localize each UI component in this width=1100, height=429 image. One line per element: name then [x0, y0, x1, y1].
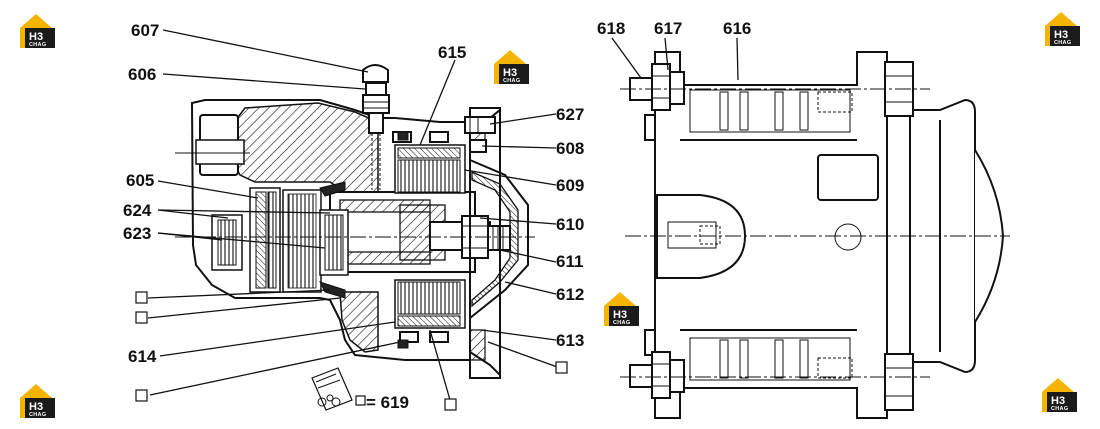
bleeder-valve: [362, 64, 390, 190]
kit-marker: [135, 311, 148, 324]
logo-mid-right: H3 CHAG: [604, 292, 639, 326]
kit-legend-text: = 619: [366, 393, 409, 412]
logo-top-left: H3 CHAG: [20, 14, 55, 48]
callout-616: 616: [723, 19, 751, 38]
seal-kit-icon: [311, 367, 353, 411]
oil-seal-lower: [319, 281, 346, 299]
inspection-window: [817, 154, 879, 201]
end-dome: [909, 98, 976, 374]
kit-marker: [444, 398, 457, 411]
external-view: [620, 51, 1010, 419]
flange-ring: [469, 107, 501, 379]
callout-613: 613: [556, 331, 584, 350]
kit-marker: [555, 361, 568, 374]
svg-text:CHAG: CHAG: [503, 78, 520, 84]
svg-text:CHAG: CHAG: [29, 42, 46, 48]
callout-615: 615: [438, 43, 466, 62]
housing-section-lower: [339, 291, 379, 353]
oil-seal-upper: [319, 181, 346, 197]
callout-605: 605: [126, 171, 154, 190]
svg-text:H3: H3: [613, 309, 627, 321]
callout-610: 610: [556, 215, 584, 234]
svg-text:CHAG: CHAG: [1054, 40, 1071, 46]
lower-bolt-area: [689, 337, 851, 381]
housing-section-upper: [231, 102, 379, 193]
sectional-view: [175, 64, 535, 411]
svg-text:H3: H3: [1051, 395, 1065, 407]
callout-627: 627: [556, 105, 584, 124]
callout-617: 617: [654, 19, 682, 38]
callout-609: 609: [556, 176, 584, 195]
logo-center: H3 CHAG: [494, 50, 529, 84]
callout-606: 606: [128, 65, 156, 84]
svg-text:H3: H3: [503, 67, 517, 79]
callout-607: 607: [131, 21, 159, 40]
logo-bottom-left: H3 CHAG: [20, 384, 55, 418]
svg-text:CHAG: CHAG: [29, 412, 46, 418]
watermark-logos: H3 CHAG H3 CHAG H3 CHAG H3 CHAG H3 CHAG: [20, 12, 1080, 418]
upper-bolt: [620, 61, 930, 117]
svg-text:H3: H3: [1054, 29, 1068, 41]
kit-legend-square: [355, 395, 366, 406]
svg-text:H3: H3: [29, 401, 43, 413]
callout-labels: 607 606 615 627 608 605 609 624 610 623 …: [123, 19, 751, 366]
kit-markers: = 619: [135, 291, 568, 412]
svg-text:CHAG: CHAG: [1051, 406, 1068, 412]
callout-623: 623: [123, 224, 151, 243]
callout-614: 614: [128, 347, 157, 366]
lower-bolt: [620, 351, 930, 411]
piston-boss: [656, 194, 747, 279]
upper-bolt-area: [689, 89, 851, 133]
callout-624: 624: [123, 201, 152, 220]
kit-marker: [135, 389, 148, 402]
leader-lines: [147, 29, 739, 401]
svg-text:H3: H3: [29, 31, 43, 43]
logo-bottom-right: H3 CHAG: [1042, 378, 1077, 412]
kit-marker: [135, 291, 148, 304]
svg-text:CHAG: CHAG: [613, 320, 630, 326]
callout-611: 611: [556, 252, 583, 271]
screw-627: [464, 116, 496, 134]
callout-612: 612: [556, 285, 584, 304]
callout-618: 618: [597, 19, 625, 38]
logo-top-right: H3 CHAG: [1045, 12, 1080, 46]
callout-608: 608: [556, 139, 584, 158]
mount-bolt: [195, 139, 245, 165]
